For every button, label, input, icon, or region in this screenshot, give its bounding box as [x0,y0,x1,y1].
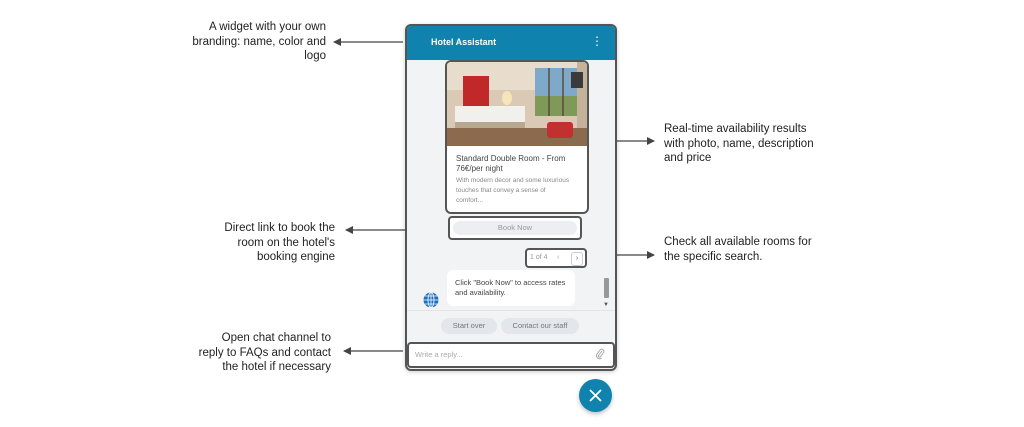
close-icon [589,389,602,402]
start-over-button[interactable]: Start over [441,318,497,334]
room-photo [447,62,587,146]
close-chat-button[interactable] [579,379,612,412]
book-now-highlight: Book Now [448,216,582,240]
bot-message: Click "Book Now" to access rates and ava… [447,270,575,306]
room-description: With modern decor and some luxurious tou… [456,177,570,204]
annotation-direct-link: Direct link to book the room on the hote… [224,222,335,263]
chat-header: Hotel Assistant ⋮ [407,26,615,60]
scrollbar-thumb[interactable] [604,278,609,298]
annotation-open-chat: Open chat channel to reply to FAQs and c… [198,332,331,373]
more-vertical-icon[interactable]: ⋮ [591,34,603,48]
contact-staff-button[interactable]: Contact our staff [501,318,579,334]
chat-widget: Hotel Assistant ⋮ Standard Double Room -… [405,24,617,371]
annotation-realtime: Real-time availability results with phot… [664,123,814,164]
room-card[interactable]: Standard Double Room - From 76€/per nigh… [445,60,589,214]
bot-message-text: Click "Book Now" to access rates and ava… [455,278,566,297]
prev-page-button[interactable]: ‹ [557,254,560,261]
divider [407,310,615,311]
pagination: 1 of 4 ‹ › [525,248,587,268]
pagination-text: 1 of 4 [530,254,548,261]
reply-input[interactable] [415,347,585,361]
annotation-check-rooms: Check all available rooms for the specif… [664,236,812,263]
bot-avatar-globe-icon [423,292,439,308]
scroll-down-icon[interactable]: ▼ [603,302,609,308]
chat-title: Hotel Assistant [431,37,497,47]
next-page-button[interactable]: › [571,252,583,266]
reply-box [407,342,615,368]
book-now-button[interactable]: Book Now [453,221,577,235]
paperclip-icon[interactable] [595,348,605,360]
annotation-branding: A widget with your own branding: name, c… [192,21,326,62]
room-title: Standard Double Room - From 76€/per nigh… [456,154,566,173]
